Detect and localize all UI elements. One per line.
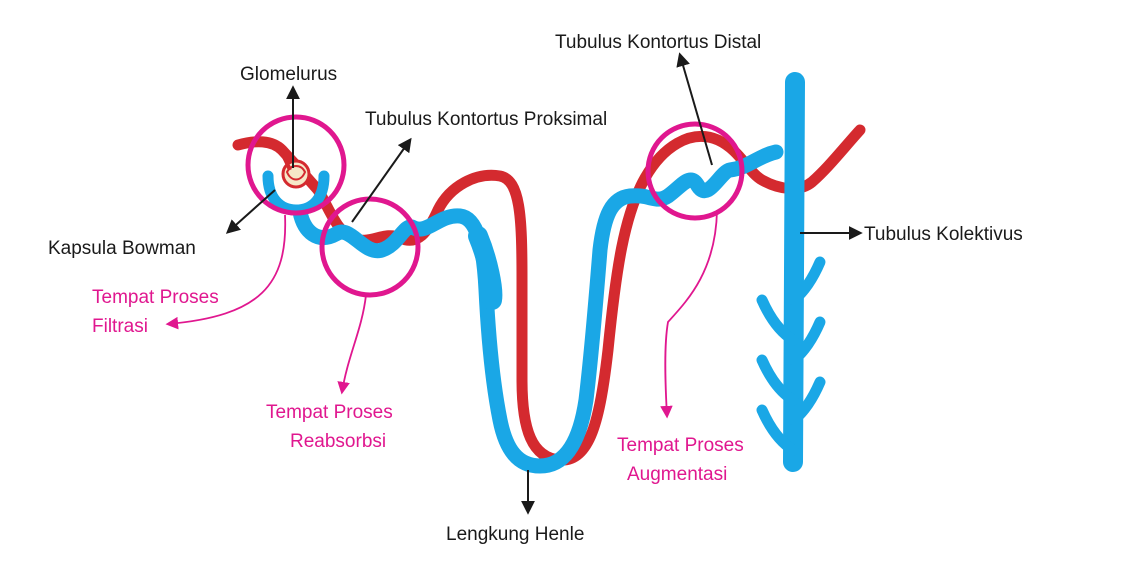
collecting-duct-branch-1 [788, 256, 826, 306]
collecting-duct-branch-2 [756, 294, 799, 346]
label-bowman: Kapsula Bowman [48, 238, 196, 259]
label-augmentasi-line1: Tempat Proses [617, 435, 744, 456]
label-augmentasi-line2: Augmentasi [627, 464, 727, 485]
collecting-duct-branch-5 [788, 376, 826, 426]
highlight-circle-reabsorbsi [319, 196, 421, 298]
afferent-arteriole [278, 148, 292, 171]
label-reabsorbsi-line2: Reabsorbsi [290, 431, 386, 452]
arrow-filtrasi [165, 214, 287, 330]
label-glomerulus: Glomelurus [240, 64, 337, 85]
arrow-proksimal [351, 137, 412, 223]
label-proksimal: Tubulus Kontortus Proksimal [365, 109, 607, 130]
label-filtrasi-line1: Tempat Proses [92, 287, 219, 308]
label-reabsorbsi-line1: Tempat Proses [266, 402, 393, 423]
arrow-reabsorbsi [337, 294, 367, 395]
label-henle: Lengkung Henle [446, 524, 584, 545]
label-distal: Tubulus Kontortus Distal [555, 32, 761, 53]
arrow-augmentasi [660, 209, 718, 419]
collecting-duct-branch-4 [756, 354, 799, 406]
collecting-duct-branch-6 [756, 404, 799, 456]
arrow-distal [676, 52, 713, 166]
descending-limb-thickening [468, 226, 503, 310]
highlight-circle-filtrasi [245, 114, 347, 216]
label-kolektivus: Tubulus Kolektivus [864, 224, 1023, 245]
highlight-circle-augmentasi [645, 121, 745, 221]
nephron-tubule [292, 144, 784, 474]
collecting-duct-branch-3 [788, 316, 826, 366]
glomerulus-capillary-loop [285, 165, 307, 181]
arrow-bowman [225, 189, 276, 234]
label-filtrasi-line2: Filtrasi [92, 316, 148, 337]
